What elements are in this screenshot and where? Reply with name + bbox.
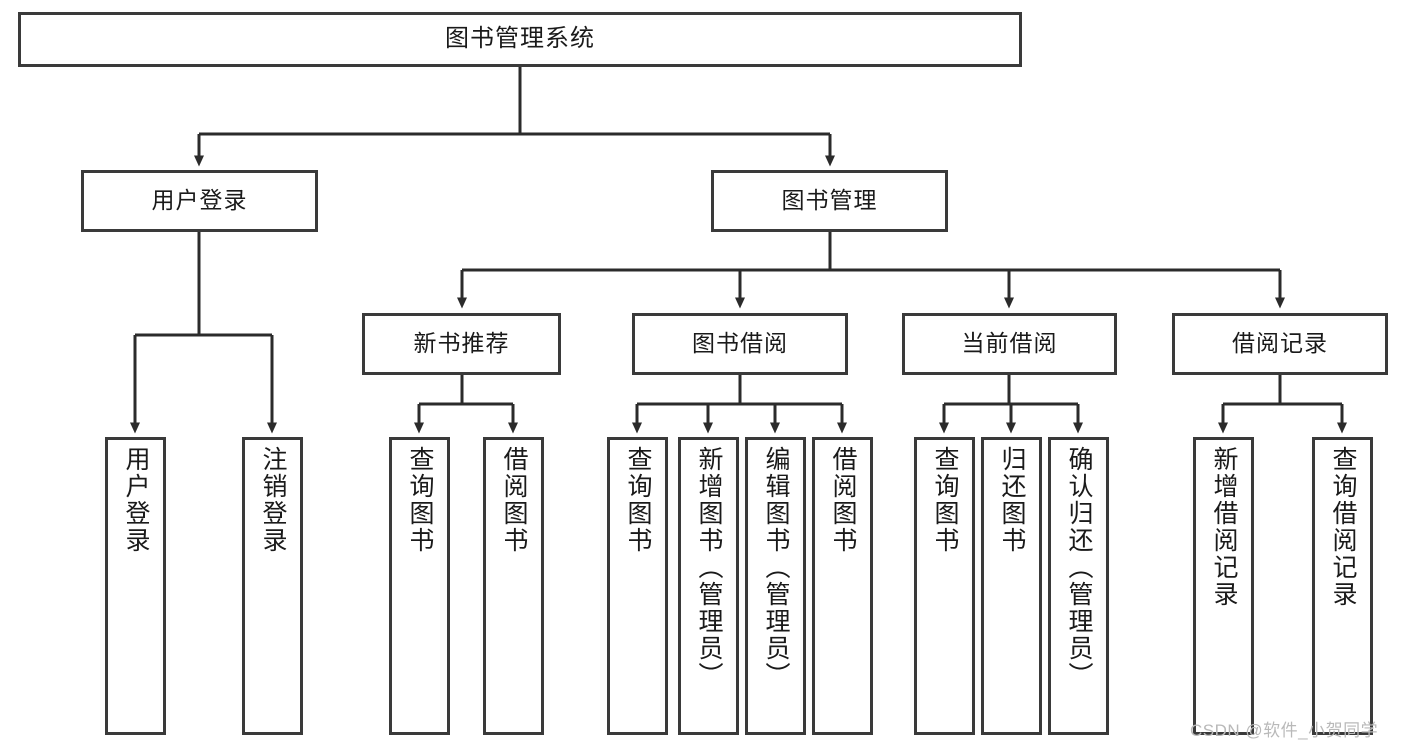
node-borrow-record-label: 借阅记录 xyxy=(1232,330,1328,357)
node-leaf-user-login[interactable]: 用户登录 xyxy=(105,437,166,735)
node-book-borrow-label: 图书借阅 xyxy=(692,330,788,357)
node-book-borrow[interactable]: 图书借阅 xyxy=(632,313,848,375)
node-new-book-recommend[interactable]: 新书推荐 xyxy=(362,313,561,375)
node-leaf-add-book-label: 新增图书（管理员） xyxy=(695,446,723,689)
node-leaf-query-book-2-label: 查询图书 xyxy=(624,446,652,554)
node-borrow-record[interactable]: 借阅记录 xyxy=(1172,313,1388,375)
watermark-text: CSDN @软件_小贺同学 xyxy=(1190,721,1379,740)
node-leaf-query-book-1[interactable]: 查询图书 xyxy=(389,437,450,735)
node-leaf-query-book-1-label: 查询图书 xyxy=(406,446,434,554)
node-leaf-edit-book-label: 编辑图书（管理员） xyxy=(762,446,790,689)
node-leaf-query-record[interactable]: 查询借阅记录 xyxy=(1312,437,1373,735)
node-user-login-label: 用户登录 xyxy=(151,187,248,214)
node-new-book-recommend-label: 新书推荐 xyxy=(413,330,510,357)
node-leaf-confirm-return-label: 确认归还（管理员） xyxy=(1065,446,1093,689)
node-user-login[interactable]: 用户登录 xyxy=(81,170,318,232)
node-leaf-add-record-label: 新增借阅记录 xyxy=(1210,446,1238,608)
node-leaf-query-book-3[interactable]: 查询图书 xyxy=(914,437,975,735)
node-leaf-edit-book[interactable]: 编辑图书（管理员） xyxy=(745,437,806,735)
node-leaf-borrow-book-1[interactable]: 借阅图书 xyxy=(483,437,544,735)
node-leaf-user-login-label: 用户登录 xyxy=(122,446,150,554)
node-leaf-borrow-book-2[interactable]: 借阅图书 xyxy=(812,437,873,735)
node-leaf-borrow-book-1-label: 借阅图书 xyxy=(500,446,528,554)
node-leaf-borrow-book-2-label: 借阅图书 xyxy=(829,446,857,554)
node-leaf-query-book-3-label: 查询图书 xyxy=(931,446,959,554)
node-leaf-logout-login[interactable]: 注销登录 xyxy=(242,437,303,735)
node-leaf-add-record[interactable]: 新增借阅记录 xyxy=(1193,437,1254,735)
node-leaf-return-book-label: 归还图书 xyxy=(998,446,1026,554)
node-current-borrow[interactable]: 当前借阅 xyxy=(902,313,1117,375)
node-root-label: 图书管理系统 xyxy=(445,25,595,53)
node-leaf-confirm-return[interactable]: 确认归还（管理员） xyxy=(1048,437,1109,735)
node-leaf-logout-login-label: 注销登录 xyxy=(259,446,287,554)
node-book-manage-label: 图书管理 xyxy=(781,187,878,214)
node-leaf-query-record-label: 查询借阅记录 xyxy=(1329,446,1357,608)
node-leaf-add-book[interactable]: 新增图书（管理员） xyxy=(678,437,739,735)
node-leaf-query-book-2[interactable]: 查询图书 xyxy=(607,437,668,735)
node-leaf-return-book[interactable]: 归还图书 xyxy=(981,437,1042,735)
node-root[interactable]: 图书管理系统 xyxy=(18,12,1022,67)
node-current-borrow-label: 当前借阅 xyxy=(961,330,1058,357)
node-book-manage[interactable]: 图书管理 xyxy=(711,170,948,232)
